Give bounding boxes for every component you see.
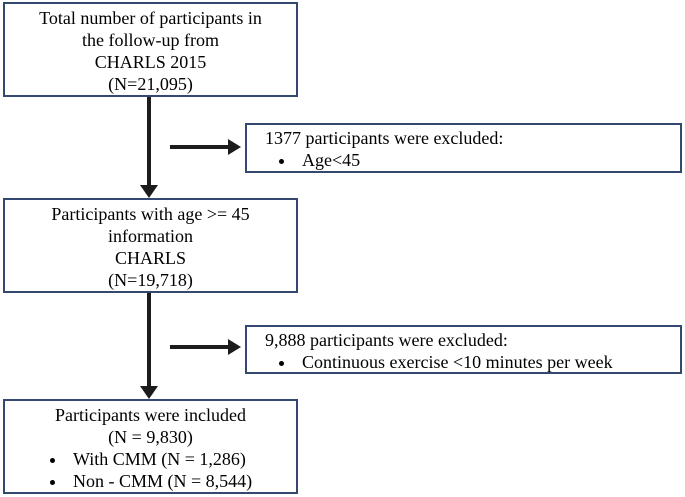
included-bullet-list: With CMM (N = 1,286) Non - CMM (N = 8,54…	[5, 448, 296, 492]
box-total-line: (N=21,095)	[108, 74, 193, 94]
box-age-line: (N=19,718)	[108, 270, 193, 290]
arrow-right-2	[170, 339, 241, 355]
box-total-line: the follow-up from	[82, 30, 219, 50]
box-excluded-exercise: 9,888 participants were excluded: Contin…	[245, 325, 682, 374]
excluded-age-title: 1377 participants were excluded:	[265, 128, 504, 148]
excluded-age-bullet: Age<45	[296, 149, 672, 171]
box-included-line: (N = 9,830)	[108, 427, 193, 447]
box-total-participants: Total number of participants in the foll…	[3, 2, 298, 97]
box-age-eligible: Participants with age >= 45 information …	[3, 198, 298, 293]
excluded-exercise-bullet: Continuous exercise <10 minutes per week	[296, 351, 672, 373]
box-total-line: CHARLS 2015	[94, 52, 207, 72]
box-age-line: information	[108, 226, 193, 246]
box-age-line: Participants with age >= 45	[51, 204, 250, 224]
excluded-exercise-bullet-list: Continuous exercise <10 minutes per week	[265, 351, 672, 373]
arrow-down-2	[140, 293, 158, 399]
included-bullet-with-cmm: With CMM (N = 1,286)	[67, 448, 296, 470]
included-bullet-non-cmm: Non - CMM (N = 8,544)	[67, 470, 296, 492]
box-included-line: Participants were included	[55, 405, 246, 425]
arrow-right-1	[170, 139, 241, 155]
excluded-age-bullet-list: Age<45	[265, 149, 672, 171]
box-excluded-age: 1377 participants were excluded: Age<45	[245, 123, 682, 173]
box-included-participants: Participants were included (N = 9,830) W…	[3, 399, 298, 494]
box-total-line: Total number of participants in	[39, 8, 262, 28]
box-age-line: CHARLS	[114, 248, 186, 268]
arrow-down-1	[140, 97, 158, 198]
excluded-exercise-title: 9,888 participants were excluded:	[265, 330, 508, 350]
